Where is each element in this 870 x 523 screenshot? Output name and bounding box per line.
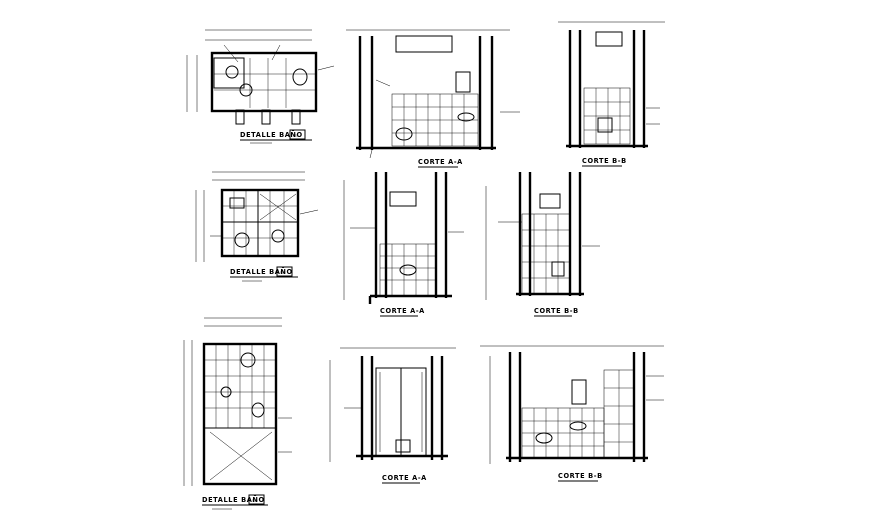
bathroom-plan-1	[186, 29, 335, 125]
svg-text:CORTE B-B: CORTE B-B	[558, 472, 603, 480]
section-4	[485, 172, 600, 300]
svg-text:CORTE A-A: CORTE A-A	[382, 474, 427, 482]
svg-text:DETALLE BAÑO: DETALLE BAÑO	[240, 130, 303, 139]
section-5	[329, 347, 456, 462]
svg-text:CORTE B-B: CORTE B-B	[582, 157, 627, 165]
section-1	[346, 29, 520, 159]
svg-text:SS2: SS2	[280, 271, 286, 275]
bathroom-plan-3	[183, 317, 292, 486]
svg-text:SS3: SS3	[252, 499, 258, 503]
section-6	[480, 345, 664, 464]
svg-text:SS1: SS1	[293, 134, 299, 138]
section-title-3: CORTE A-A	[380, 307, 425, 317]
plan-title-3: DETALLE BAÑO SS3	[202, 494, 268, 510]
section-title-4: CORTE B-B	[534, 307, 579, 317]
plan-title-2: DETALLE BAÑO SS2	[230, 266, 298, 282]
section-3	[343, 172, 464, 304]
section-title-6: CORTE B-B	[558, 472, 603, 482]
bathroom-plan-2	[195, 171, 319, 262]
plan-title-1: DETALLE BAÑO SS1	[240, 129, 312, 144]
svg-text:DETALLE BAÑO: DETALLE BAÑO	[202, 495, 265, 504]
section-title-5: CORTE A-A	[382, 474, 427, 484]
svg-text:CORTE A-A: CORTE A-A	[380, 307, 425, 315]
section-title-2: CORTE B-B	[582, 157, 627, 167]
svg-text:CORTE B-B: CORTE B-B	[534, 307, 579, 315]
section-title-1: CORTE A-A	[418, 158, 463, 168]
svg-text:DETALLE BAÑO: DETALLE BAÑO	[230, 267, 293, 276]
svg-text:CORTE A-A: CORTE A-A	[418, 158, 463, 166]
section-2	[558, 21, 665, 148]
